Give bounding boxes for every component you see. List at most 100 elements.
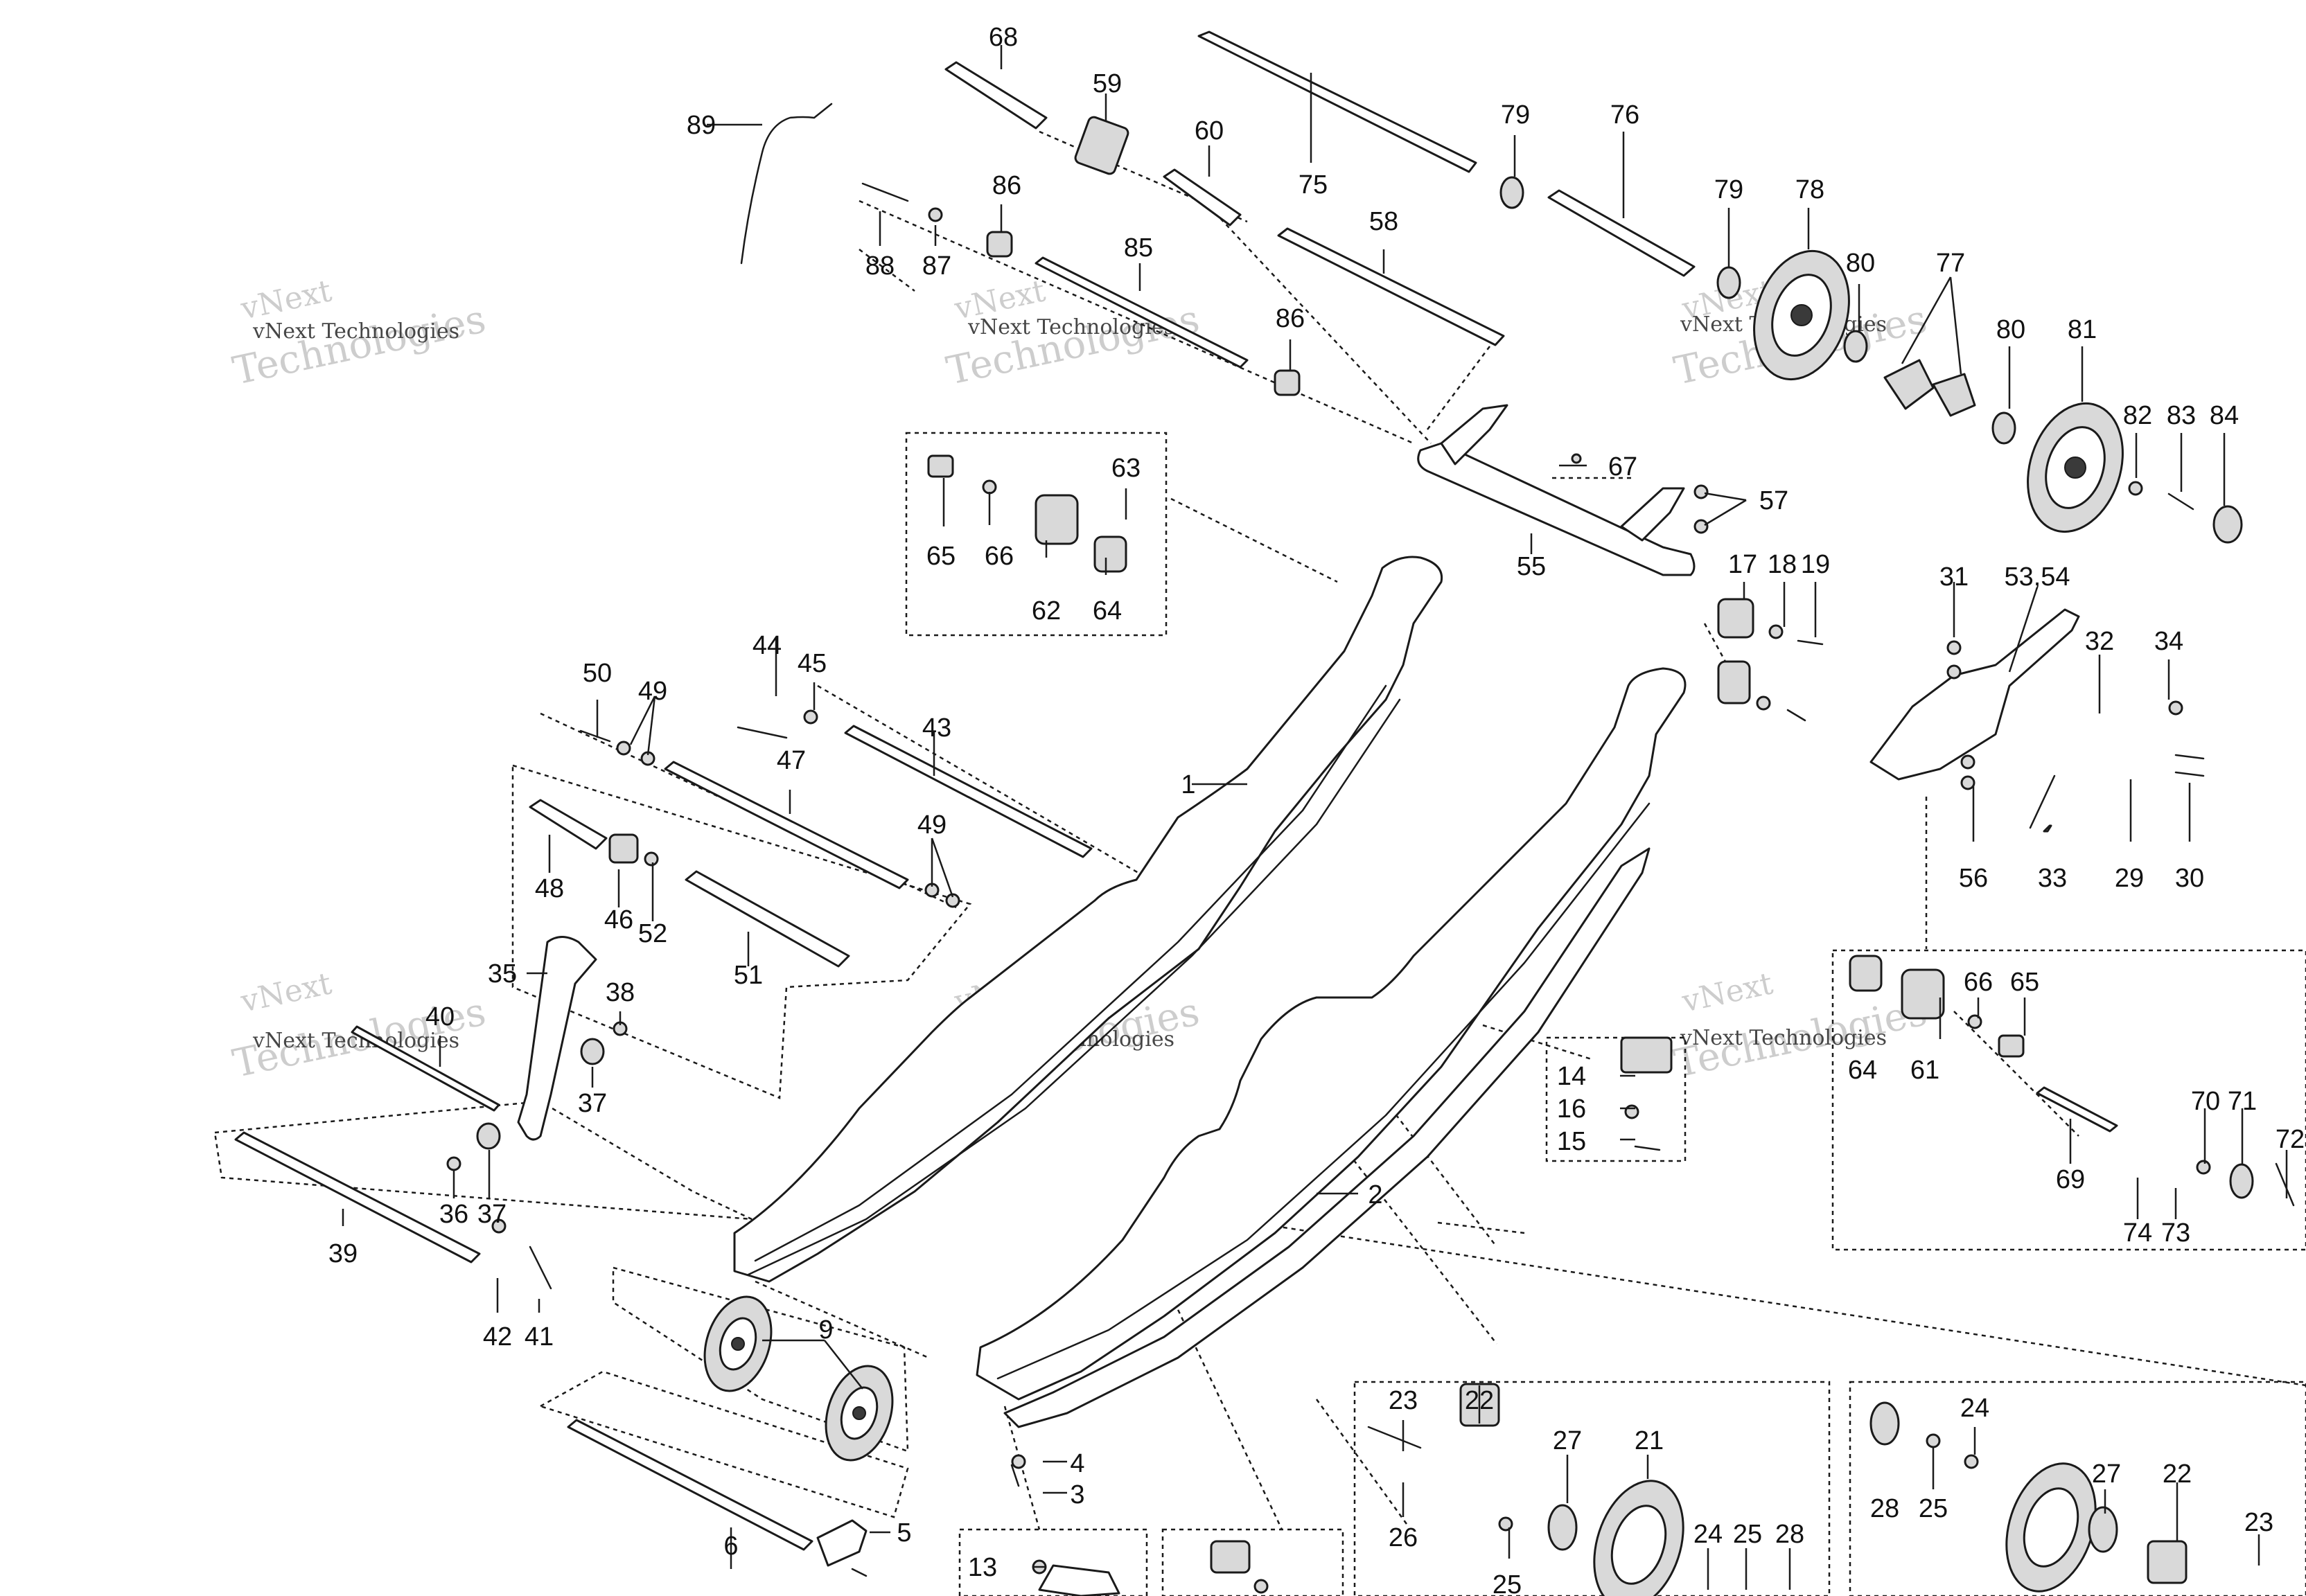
callout-5: 5 — [897, 1518, 911, 1548]
block-61 — [1901, 968, 1945, 1020]
callout-31: 31 — [1939, 562, 1969, 592]
callout-48: 48 — [535, 874, 564, 903]
axle-69 — [2036, 1086, 2118, 1133]
callout-62: 62 — [1032, 596, 1061, 626]
callout-45: 45 — [798, 649, 827, 678]
bushing-22b — [2147, 1540, 2188, 1584]
arm-55-left — [1440, 404, 1508, 466]
callout-28a: 28 — [1775, 1520, 1804, 1549]
washer-37a — [580, 1038, 605, 1065]
washer-80b — [1991, 411, 2016, 445]
callout-6: 6 — [723, 1532, 738, 1561]
callout-79b: 79 — [1714, 175, 1743, 204]
rail-2-slider — [1003, 847, 1651, 1428]
assembly-dash-lines — [540, 130, 2306, 1530]
wheel-9-a — [703, 1295, 773, 1392]
callout-89: 89 — [687, 111, 716, 140]
callout-47: 47 — [777, 746, 806, 775]
rod-43 — [844, 725, 1093, 858]
rod-85 — [1035, 256, 1249, 369]
callout-25b: 25 — [1733, 1520, 1762, 1549]
rod-40 — [351, 1025, 500, 1112]
bushing-17b — [1717, 660, 1751, 704]
watermark-text: vNext — [1678, 966, 1776, 1020]
bushing-64a — [1093, 535, 1127, 573]
watermark-text: vNext Technologies — [967, 315, 1174, 339]
rod-47 — [664, 761, 909, 889]
wheel-right — [2005, 1462, 2097, 1593]
callout-24b: 24 — [1960, 1394, 1989, 1423]
callout-21: 21 — [1635, 1426, 1664, 1455]
callout-71: 71 — [2228, 1087, 2257, 1116]
callout-50: 50 — [583, 659, 612, 688]
callout-35: 35 — [488, 959, 517, 988]
callout-28b: 28 — [1870, 1494, 1899, 1523]
callout-30: 30 — [2175, 864, 2204, 893]
small-fasteners — [446, 182, 2295, 1594]
washer-79b — [1716, 266, 1741, 299]
callout-68: 68 — [989, 23, 1018, 52]
rod-75 — [1197, 30, 1477, 173]
watermark-text: vNext Technologies — [1680, 1026, 1887, 1050]
callout-85: 85 — [1124, 233, 1153, 263]
callout-80a: 80 — [1846, 249, 1875, 278]
group-box-right-wheel — [1849, 1381, 2306, 1596]
callout-17: 17 — [1728, 550, 1757, 579]
callout-23a: 23 — [1389, 1386, 1418, 1415]
parts — [234, 30, 2295, 1596]
callout-65b: 65 — [2010, 968, 2039, 997]
callout-29: 29 — [2115, 864, 2144, 893]
callout-2: 2 — [1368, 1180, 1382, 1209]
callout-37a: 37 — [578, 1089, 607, 1118]
bushing-86a — [986, 231, 1013, 258]
ring-27a — [1547, 1504, 1578, 1551]
callout-13: 13 — [968, 1553, 997, 1582]
callout-18: 18 — [1768, 550, 1797, 579]
group-box-bottom — [1161, 1528, 1344, 1596]
callout-36: 36 — [439, 1200, 468, 1229]
arm-55-right — [1620, 487, 1685, 542]
rail-2 — [976, 667, 1687, 1401]
callout-84: 84 — [2210, 401, 2239, 430]
callout-76: 76 — [1610, 100, 1639, 130]
callout-3: 3 — [1070, 1480, 1084, 1509]
callout-70: 70 — [2191, 1087, 2220, 1116]
callout-23b: 23 — [2244, 1508, 2273, 1537]
bushing-17a — [1717, 598, 1754, 639]
callout-40: 40 — [425, 1002, 455, 1031]
callout-87: 87 — [922, 251, 951, 281]
callout-27a: 27 — [1553, 1426, 1582, 1455]
callout-39: 39 — [328, 1239, 358, 1268]
callout-49b: 49 — [917, 810, 947, 840]
callout-75: 75 — [1299, 170, 1328, 200]
callout-34: 34 — [2154, 627, 2183, 656]
callout-67: 67 — [1608, 452, 1637, 481]
callout-15: 15 — [1557, 1127, 1586, 1156]
callout-52: 52 — [638, 919, 667, 948]
washer-80a — [1843, 330, 1868, 363]
block-bottom — [1210, 1540, 1251, 1574]
bracket-5 — [816, 1519, 868, 1567]
rod-51 — [685, 870, 850, 968]
callout-64a: 64 — [1093, 596, 1122, 626]
shaft-55 — [1417, 442, 1696, 576]
callout-41: 41 — [525, 1322, 554, 1351]
rail-1 — [733, 556, 1443, 1283]
arm-35 — [517, 936, 597, 1141]
callout-22b: 22 — [2163, 1460, 2192, 1489]
callout-79a: 79 — [1501, 100, 1530, 130]
ring-71 — [2229, 1163, 2254, 1199]
callout-80b: 80 — [1996, 315, 2025, 344]
callout-9: 9 — [818, 1315, 833, 1345]
block-62 — [1035, 494, 1079, 545]
callout-22a: 22 — [1465, 1386, 1494, 1415]
block-14 — [1620, 1036, 1673, 1074]
callout-86b: 86 — [1276, 304, 1305, 333]
callout-49a: 49 — [638, 677, 667, 706]
wheel-21 — [1593, 1480, 1684, 1596]
rail-1-slot-line — [754, 684, 1387, 1262]
callout-26: 26 — [1389, 1523, 1418, 1552]
group-boxes — [213, 432, 2306, 1596]
callout-69: 69 — [2056, 1165, 2085, 1194]
